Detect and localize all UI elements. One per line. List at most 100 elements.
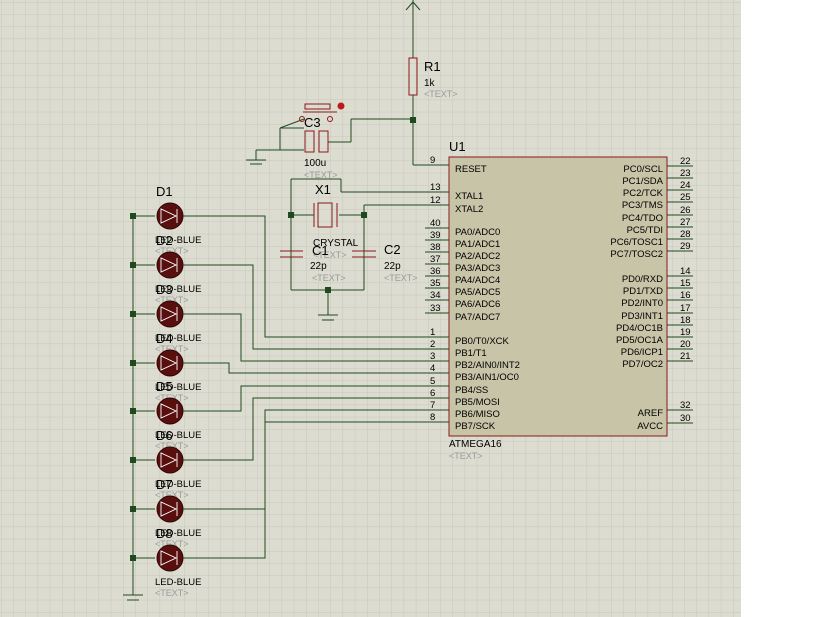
ground-symbol-c3 [246,150,266,165]
pin-number: 25 [680,192,691,203]
pin-number: 9 [430,155,435,166]
led-value: LED-BLUE [155,528,201,539]
led-value: LED-BLUE [155,382,201,393]
u1-body [448,156,668,437]
pin-name: PA4/ADC4 [455,275,500,286]
led-text: <TEXT> [155,246,189,256]
pin-number: 20 [680,339,691,350]
led-ref: D3 [156,282,173,297]
capacitor-c2[interactable]: C2 22p <TEXT> [352,242,418,283]
c1-value: 22p [310,261,327,272]
pin-number: 13 [430,182,441,193]
c3-ref: C3 [304,115,321,130]
pin-name: PD0/RXD [622,274,663,285]
power-terminal[interactable] [405,0,421,12]
x1-value: CRYSTAL [313,238,359,249]
resistor-r1[interactable]: R1 1k <TEXT> [408,12,458,165]
pin-number: 39 [430,230,441,241]
microcontroller-u1[interactable]: U1 ATMEGA16 <TEXT> 9RESET13XTAL112XTAL24… [425,139,693,461]
capacitor-c3[interactable]: C3 100u <TEXT> [256,115,352,180]
pin-number: 18 [680,315,691,326]
pin-name: PD2/INT0 [621,298,663,309]
pin-name: PC1/SDA [622,176,663,187]
pin-number: 33 [430,303,441,314]
led-ref: D5 [156,379,173,394]
led-ref: D6 [156,428,173,443]
led-text: <TEXT> [155,295,189,305]
u1-part: ATMEGA16 [449,439,502,450]
led-text: <TEXT> [155,490,189,500]
led-text: <TEXT> [155,588,189,598]
led-ref: D8 [156,526,173,541]
led-value: LED-BLUE [155,235,201,246]
pin-name: PA7/ADC7 [455,312,500,323]
reset-button-switch[interactable] [279,102,413,151]
pin-number: 6 [430,388,435,399]
pin-name: PD4/OC1B [616,323,663,334]
c1-text: <TEXT> [312,273,346,283]
led-text: <TEXT> [155,441,189,451]
pin-name: PC2/TCK [623,188,664,199]
pin-number: 34 [430,290,441,301]
led-text: <TEXT> [155,539,189,549]
schematic-canvas[interactable]: R1 1k <TEXT> C3 100u <TEXT> [0,0,741,617]
pin-name: PA0/ADC0 [455,227,500,238]
pin-number: 36 [430,266,441,277]
pin-name: PC6/TOSC1 [610,237,663,248]
pin-number: 7 [430,400,435,411]
r1-text: <TEXT> [424,89,458,99]
pin-name: PB3/AIN1/OC0 [455,372,519,383]
pin-number: 37 [430,254,441,265]
pin-number: 40 [430,218,441,229]
pin-number: 30 [680,413,691,424]
pin-number: 14 [680,266,691,277]
led-ref: D1 [156,184,173,199]
pin-number: 5 [430,376,435,387]
capacitor-c1[interactable]: C1 22p <TEXT> [280,243,346,283]
junction-reset [410,117,416,123]
x1-ref: X1 [315,182,331,197]
